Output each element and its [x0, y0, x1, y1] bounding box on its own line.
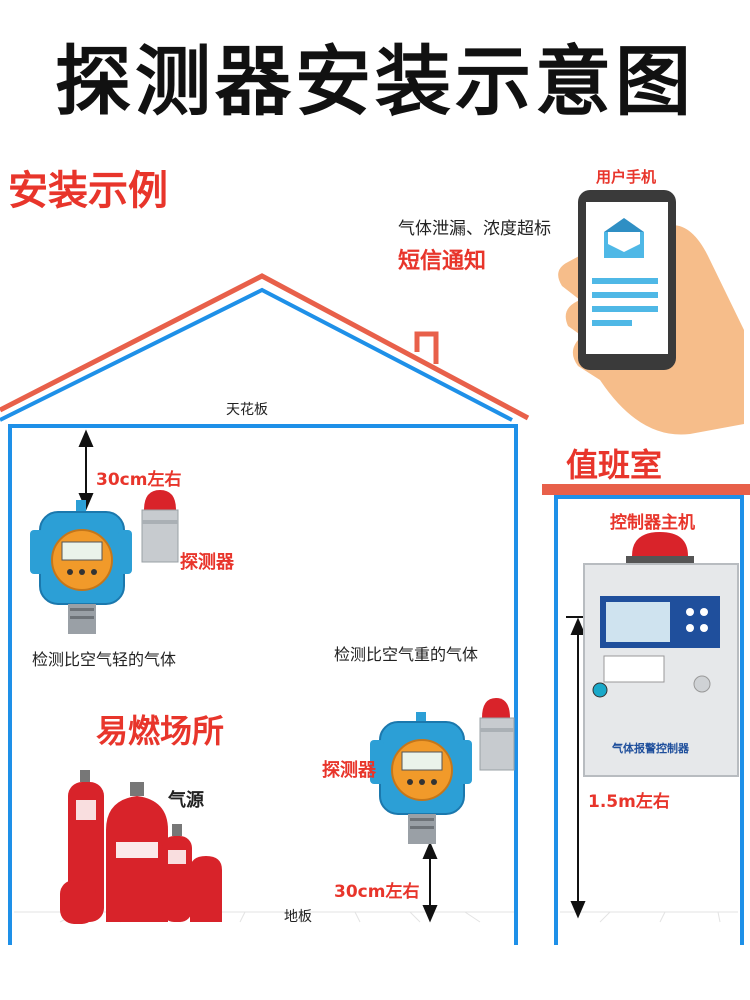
hand-phone-icon [558, 190, 744, 435]
controller-height-label: 1.5m左右 [588, 792, 670, 812]
detector-label-upper: 探测器 [180, 552, 234, 573]
installation-example-title: 安装示例 [8, 168, 168, 214]
alarm-light-icon [141, 490, 179, 563]
inner-roof [0, 287, 513, 422]
controller-panel-text: 气体报警控制器 [612, 742, 689, 755]
duty-room-roof [542, 484, 750, 495]
top-distance-label: 30cm左右 [96, 470, 182, 490]
duty-room-title: 值班室 [566, 446, 663, 484]
page-title: 探测器安装示意图 [55, 37, 695, 126]
speaker-icon [693, 675, 711, 693]
light-gas-text: 检测比空气轻的气体 [32, 650, 177, 669]
controller-host-label: 控制器主机 [610, 513, 695, 533]
flammable-area-title: 易燃场所 [96, 712, 225, 750]
alarm-light-icon [479, 698, 515, 771]
installation-scene [0, 190, 750, 945]
duty-room-walls [554, 495, 744, 945]
gas-detector-icon [370, 712, 472, 844]
ceiling-label: 天花板 [226, 402, 268, 418]
user-phone-label: 用户手机 [596, 168, 657, 186]
chimney [414, 331, 439, 364]
floor-label: 地板 [284, 909, 312, 925]
gas-detector-icon [30, 500, 132, 634]
bottom-distance-arrow [422, 841, 438, 923]
controller-height-arrow [566, 616, 586, 919]
gas-source-label: 气源 [168, 790, 204, 811]
gas-cylinder-icon [60, 770, 222, 924]
heavy-gas-text: 检测比空气重的气体 [334, 645, 479, 664]
top-distance-arrow [78, 429, 94, 511]
house-walls [8, 424, 518, 945]
gas-leak-notice: 气体泄漏、浓度超标 [398, 219, 551, 239]
bottom-distance-label: 30cm左右 [334, 882, 420, 902]
controller-icon [583, 532, 739, 777]
detector-label-lower: 探测器 [322, 760, 376, 781]
sms-notification-text: 短信通知 [398, 249, 487, 274]
roof-outline [0, 273, 530, 421]
